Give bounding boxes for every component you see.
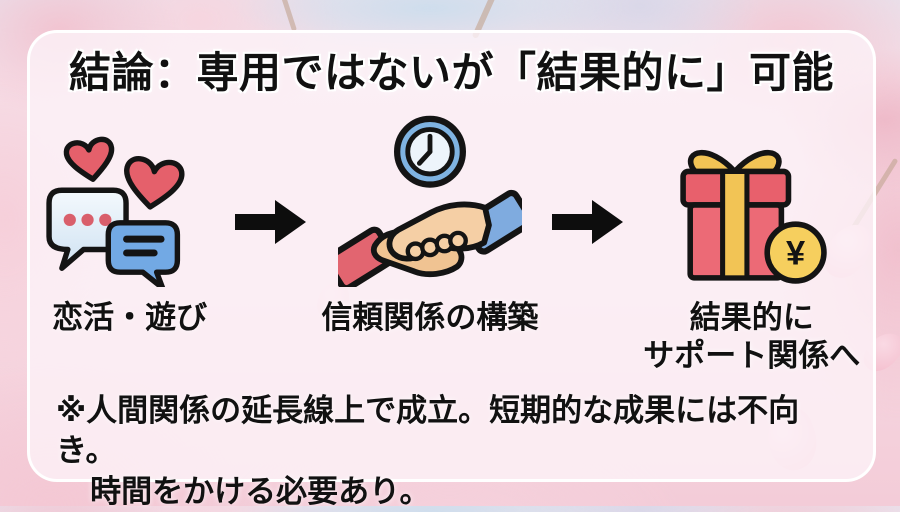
step-dating: 恋活・遊び — [30, 121, 229, 337]
gift-icon — [680, 150, 791, 281]
yen-coin-icon: ¥ — [764, 221, 827, 284]
handshake-icon — [337, 190, 522, 288]
chat-hearts-icon-box — [45, 121, 214, 288]
footnote-line1: ※人間関係の延長線上で成立。短期的な成果には不向き。 — [56, 392, 800, 469]
gift-yen-icon: ¥ — [680, 150, 827, 284]
yen-symbol: ¥ — [786, 235, 805, 273]
step-support-label: 結果的に サポート関係へ — [643, 300, 861, 374]
gift-yen-icon-box: ¥ — [676, 121, 828, 287]
step-trust-label: 信頼関係の構築 — [321, 300, 539, 336]
speech-bubble-lines-icon — [105, 220, 180, 288]
footnote: ※人間関係の延長線上で成立。短期的な成果には不向き。 時間をかける必要あり。 — [56, 391, 855, 512]
content-card: 結論：専用ではないが「結果的に」可能 — [27, 30, 876, 509]
chat-hearts-icon — [45, 137, 185, 288]
branch-icon — [279, 0, 298, 32]
handshake-clock-icon — [337, 116, 522, 288]
slide-title: 結論：専用ではないが「結果的に」可能 — [68, 49, 834, 96]
arrow-right-icon — [235, 200, 307, 245]
step-trust: 信頼関係の構築 — [313, 116, 546, 337]
handshake-clock-icon-box — [337, 116, 522, 288]
footnote-line2: 時間をかける必要あり。 — [90, 473, 431, 509]
step-support: ¥ 結果的に サポート関係へ — [630, 121, 873, 375]
process-flow: 恋活・遊び — [30, 116, 873, 375]
step-dating-label: 恋活・遊び — [52, 300, 208, 336]
heart-icon — [63, 137, 114, 183]
heart-icon — [123, 156, 185, 210]
clock-icon — [393, 116, 466, 189]
arrow-right-icon — [552, 200, 624, 245]
